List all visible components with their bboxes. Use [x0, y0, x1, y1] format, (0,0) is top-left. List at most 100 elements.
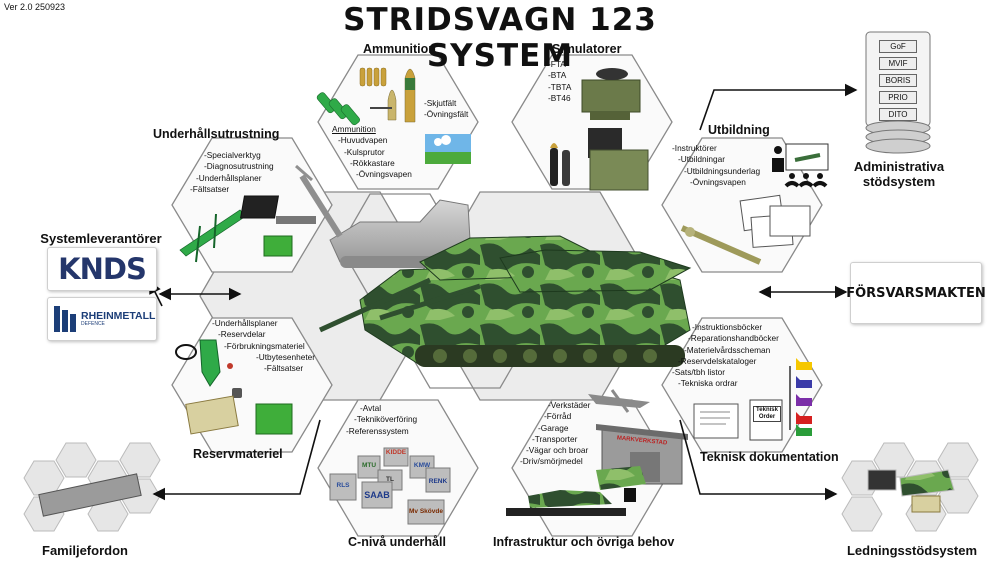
knds-logo-text: KNDS [58, 252, 147, 286]
list-item: -Tekniska ordrar [678, 378, 738, 389]
list-item: -Övningsvapen [356, 169, 412, 180]
list-item: -Rökkastare [350, 157, 395, 168]
forsvarsmakten-logo: FÖRSVARSMAKTEN [846, 262, 986, 324]
list-item: -Diagnosutrustning [204, 161, 274, 172]
underhallsutrustning-title: Underhållsutrustning [153, 127, 280, 141]
list-item: -Materielvårdsscheman [684, 344, 771, 355]
list-item: -Transporter [532, 433, 578, 444]
cniva-list: -Avtal -Tekniköverföring -Referenssystem [346, 403, 417, 437]
connector-arrows [149, 83, 858, 501]
ammunition-illustration [316, 67, 471, 164]
knds-logo: KNDS [47, 247, 157, 291]
list-item: -Huvudvapen [338, 135, 388, 146]
ammunition-range-list: -Skjutfält -Övningsfält [424, 98, 468, 121]
cniva-box-mtu: MTU [361, 462, 377, 469]
list-item: -Utbytesenheter [256, 351, 316, 362]
list-item: -Verkstäder [548, 400, 591, 410]
cniva-box-kidde: KIDDE [385, 449, 407, 456]
training-illustration [680, 143, 829, 265]
list-item: -Skjutfält [424, 98, 457, 108]
arrow-familjefordon [152, 419, 321, 501]
ammunition-title: Ammunition [363, 42, 436, 56]
ledningsstod-title: Ledningsstödsystem [846, 543, 978, 558]
list-item: -Reservdelskataloger [678, 355, 757, 366]
ledningsstod-hexes [841, 442, 979, 532]
list-item: -Underhållsplaner [196, 172, 262, 183]
familjefordon-hexes [23, 442, 161, 532]
list-item: -Förråd [544, 411, 572, 422]
utbildning-list: -Instruktörer -Utbildningar -Utbildnings… [672, 143, 760, 188]
list-item: -Instruktörer [672, 143, 717, 153]
list-item: -Kulsprutor [344, 146, 385, 157]
cniva-box-rls: RLS [336, 482, 350, 489]
version-label: Ver 2.0 250923 [4, 2, 66, 12]
list-item: -Utbildningar [678, 154, 726, 165]
systemleverantorer-title: Systemleverantörer [40, 231, 162, 246]
db-label-dito: DITO [879, 108, 917, 121]
maintenance-illustration [179, 195, 316, 263]
underhallsutrustning-list: -Specialverktyg -Diagnosutrustning -Unde… [190, 150, 274, 195]
infrastruktur-title: Infrastruktur och övriga behov [493, 535, 675, 549]
page-title: STRIDSVAGN 123 SYSTEM [343, 2, 657, 74]
list-item: -Reservdelar [218, 329, 266, 340]
reservmateriel-list: -Underhållsplaner -Reservdelar -Förbrukn… [212, 318, 315, 374]
list-item: -Tekniköverföring [354, 414, 418, 425]
db-label-mvif: MVIF [879, 57, 917, 70]
cniva-box-tl: TL [386, 476, 394, 483]
admin-title: Administrativa stödsystem [834, 159, 964, 189]
reservmateriel-title: Reservmateriel [193, 447, 283, 461]
list-item: -Fältsatser [264, 363, 304, 374]
list-item: -Instruktionsböcker [692, 322, 763, 332]
list-item: -Utbildningsunderlag [684, 165, 761, 176]
list-item: -Referenssystem [346, 425, 409, 436]
list-item: -BTA [548, 70, 567, 81]
teknisk-list: -Instruktionsböcker -Reparationshandböck… [672, 322, 779, 390]
db-label-gof: GoF [879, 40, 917, 53]
list-item: -Fältsatser [190, 183, 230, 194]
admin-title-line1: Administrativa [853, 159, 945, 174]
simulatorer-list: -FTA -BTA -TBTA -BT46 [548, 59, 571, 104]
cniva-box-kmw: KMW [413, 462, 431, 469]
list-item: -TBTA [548, 81, 572, 92]
list-item: -Sats/tbh listor [672, 367, 726, 378]
rheinmetall-sub: DEFENCE [81, 321, 105, 327]
cniva-box-renk: RENK [428, 478, 448, 485]
cniva-box-mv-skovde: Mv Skövde [409, 508, 443, 515]
list-item: -Övningsvapen [690, 176, 746, 187]
teknisk-order-doc: Teknisk Order [753, 406, 781, 422]
list-item: -FTA [548, 59, 566, 69]
list-item: -Avtal [360, 403, 382, 413]
db-label-boris: BORIS [879, 74, 917, 87]
spare-parts-illustration [175, 339, 293, 435]
arrow-ledningsstod [679, 419, 838, 501]
admin-title-line2: stödsystem [862, 174, 936, 189]
familjefordon-title: Familjefordon [42, 543, 128, 558]
infrastructure-illustration [506, 389, 688, 516]
rheinmetall-text: RHEINMETALL [81, 310, 156, 322]
ammunition-list: Ammunition -Huvudvapen -Kulsprutor -Rökk… [332, 124, 412, 180]
recovery-vehicle-illustration [295, 164, 471, 268]
ammunition-subheading: Ammunition [332, 124, 376, 134]
list-item: -BT46 [548, 92, 571, 103]
cniva-title: C-nivå underhåll [348, 535, 446, 549]
list-item: -Vägar och broar [526, 445, 589, 456]
utbildning-title: Utbildning [708, 123, 770, 137]
list-item: -Garage [538, 422, 569, 433]
teknisk-title: Teknisk dokumentation [700, 450, 839, 464]
forsvarsmakten-logo-text: FÖRSVARSMAKTEN [846, 285, 986, 301]
db-label-prio: PRIO [879, 91, 917, 104]
list-item: -Underhållsplaner [212, 318, 278, 328]
infrastruktur-list: -Verkstäder -Förråd -Garage -Transporter… [520, 400, 591, 468]
cniva-box-saab: SAAB [364, 490, 390, 500]
rheinmetall-icon [54, 306, 76, 332]
cniva-boxes-illustration [329, 447, 451, 525]
list-item: -Specialverktyg [204, 150, 261, 160]
list-item: -Övningsfält [424, 109, 469, 120]
arrow-admin [699, 83, 858, 131]
list-item: -Driv/smörjmedel [520, 456, 583, 467]
simulatorer-title: Simulatorer [552, 42, 622, 56]
tank-illustration [318, 235, 692, 367]
simulator-illustration [550, 68, 649, 191]
list-item: -Förbrukningsmateriel [224, 340, 305, 351]
